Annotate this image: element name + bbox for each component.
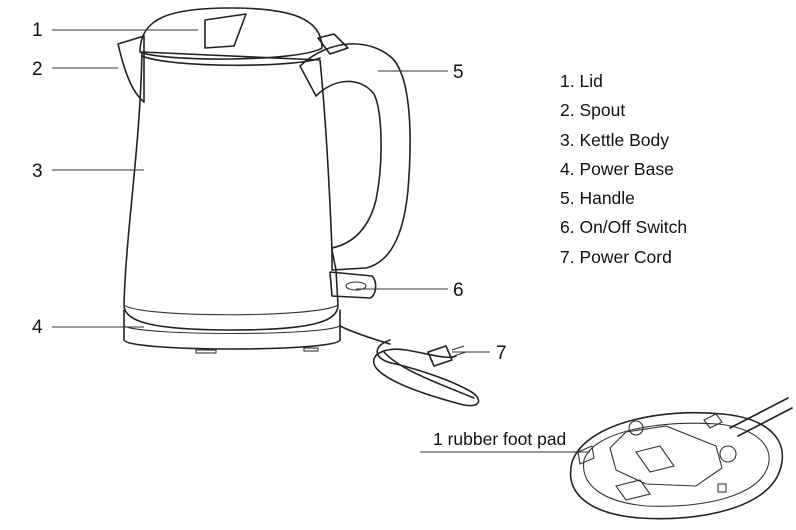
power-base-shape xyxy=(123,309,341,354)
power-cord-shape xyxy=(339,325,480,407)
kettle-illustration xyxy=(117,7,480,407)
callout-number-4: 4 xyxy=(32,317,43,338)
kettle-body-rim xyxy=(123,304,339,316)
callout-number-1: 1 xyxy=(32,20,43,41)
lid-shape xyxy=(139,7,323,67)
legend-item-power-base: 4. Power Base xyxy=(560,158,674,179)
callout-number-6: 6 xyxy=(453,280,464,301)
kettle-body-shape xyxy=(123,51,339,331)
legend-item-handle: 5. Handle xyxy=(560,188,635,209)
handle-shape xyxy=(299,33,411,271)
base-underside-illustration xyxy=(420,397,793,520)
parts-legend: 1. Lid 2. Spout 3. Kettle Body 4. Power … xyxy=(560,70,687,275)
callout-number-3: 3 xyxy=(32,161,43,182)
switch-shape xyxy=(329,271,377,299)
legend-item-kettle-body: 3. Kettle Body xyxy=(560,129,669,150)
legend-item-switch: 6. On/Off Switch xyxy=(560,217,688,238)
foot-pad-label: 1 rubber foot pad xyxy=(433,429,567,449)
callout-number-2: 2 xyxy=(32,59,43,80)
legend-item-spout: 2. Spout xyxy=(560,100,626,121)
legend-item-lid: 1. Lid xyxy=(560,71,603,91)
callouts: 1 2 3 4 5 6 7 xyxy=(32,20,507,364)
callout-number-7: 7 xyxy=(496,343,507,364)
callout-number-5: 5 xyxy=(453,62,464,83)
legend-item-power-cord: 7. Power Cord xyxy=(560,246,672,267)
spout-shape xyxy=(117,35,145,103)
